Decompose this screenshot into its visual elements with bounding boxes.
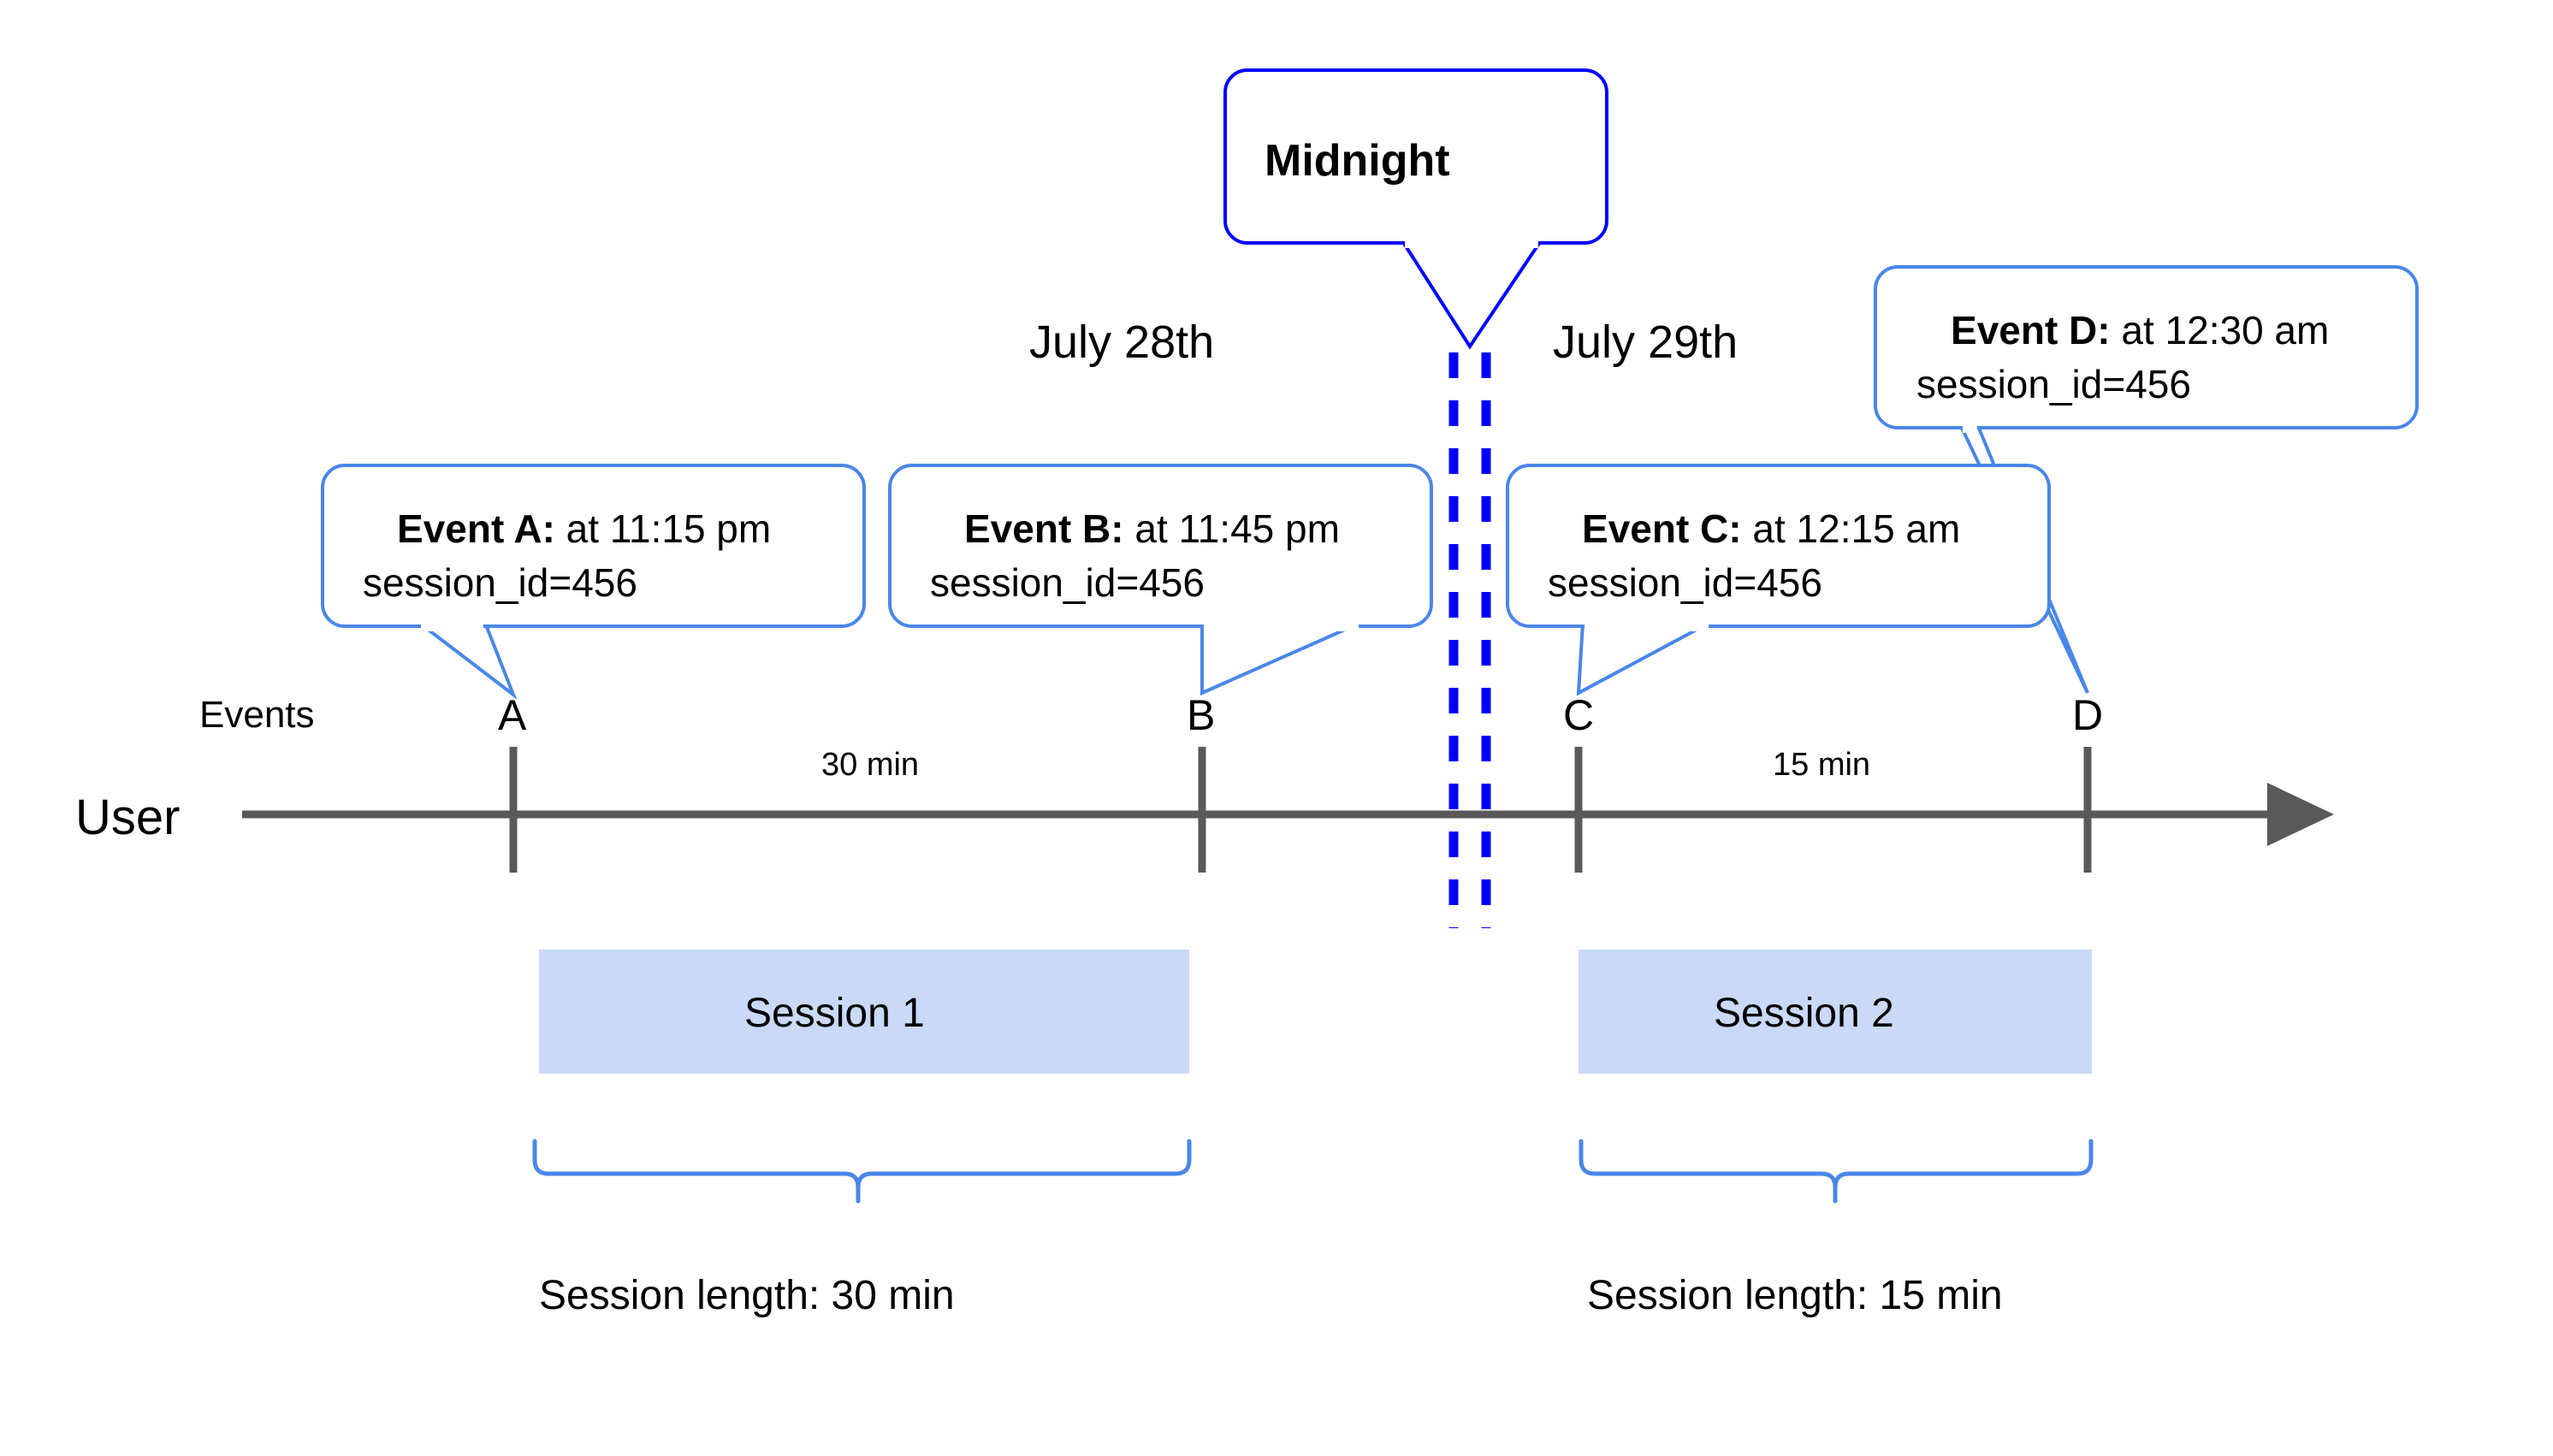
session-1-brace — [532, 1139, 1192, 1204]
event-callout-a-line2: session_id=456 — [363, 560, 637, 605]
event-callout-d-line2: session_id=456 — [1916, 362, 2191, 406]
event-callout-d-line1: Event D: at 12:30 am — [1916, 308, 2355, 352]
session-2-length-label: Session length: 15 min — [1587, 1273, 2003, 1318]
event-callout-b-tail-mask — [1204, 614, 1359, 631]
midnight-tail-mask — [1405, 229, 1538, 248]
event-callout-b-box — [888, 464, 1433, 628]
session-2-block[interactable]: Session 2 — [1579, 950, 2092, 1074]
row-label-events: Events — [199, 694, 315, 736]
event-callout-c-tail-mask — [1585, 614, 1709, 631]
event-letter-a: A — [498, 691, 527, 739]
event-callout-a[interactable]: Event A: at 11:15 pm session_id=456 — [321, 464, 866, 700]
session-2-box — [1579, 950, 2092, 1074]
midnight-divider — [1448, 352, 1491, 928]
gap-label-30-min: 30 min — [821, 747, 919, 783]
session-1-label: Session 1 — [744, 991, 925, 1036]
date-label-july-28: July 28th — [1029, 317, 1214, 368]
event-callout-b-detail: at 11:45 pm — [1124, 506, 1340, 551]
event-callout-c-line1: Event C: at 12:15 am — [1548, 506, 1987, 551]
event-callout-c-box — [1506, 464, 2051, 628]
timeline-axis — [242, 747, 2334, 873]
midnight-callout-label: Midnight — [1265, 136, 1450, 186]
date-label-july-29: July 29th — [1553, 317, 1738, 368]
event-callout-b-line1: Event B: at 11:45 pm — [930, 506, 1366, 551]
event-callout-c-detail: at 12:15 am — [1742, 506, 1961, 551]
event-callout-a-box — [321, 464, 866, 628]
event-callout-b[interactable]: Event B: at 11:45 pm session_id=456 — [888, 464, 1433, 696]
midnight-callout-tail — [1400, 240, 1543, 350]
gap-label-15-min: 15 min — [1773, 747, 1870, 783]
event-callout-d-tail-mask — [1963, 416, 1977, 433]
event-callout-b-bold: Event B: — [964, 506, 1124, 551]
session-2-brace — [1579, 1139, 2094, 1204]
event-letter-b: B — [1187, 691, 1215, 739]
event-callout-a-detail: at 11:15 pm — [555, 506, 771, 551]
event-callout-c-tail — [1576, 621, 1710, 696]
event-callout-c-line2: session_id=456 — [1548, 560, 1822, 605]
event-callout-a-bold: Event A: — [397, 506, 555, 551]
event-callout-d-bold: Event D: — [1951, 308, 2111, 352]
event-callout-b-line2: session_id=456 — [930, 560, 1205, 605]
midnight-callout[interactable]: Midnight — [1223, 68, 1608, 350]
event-callout-a-line1: Event A: at 11:15 pm — [363, 506, 797, 551]
event-callout-a-tail-mask — [421, 614, 483, 631]
timeline-arrow-icon — [2267, 783, 2334, 846]
event-callout-d-box — [1874, 265, 2419, 429]
event-letter-c: C — [1563, 691, 1594, 739]
event-callout-b-tail — [1200, 621, 1361, 696]
event-callout-c-bold: Event C: — [1582, 506, 1742, 551]
row-label-user: User — [75, 790, 180, 845]
event-callout-c[interactable]: Event C: at 12:15 am session_id=456 — [1506, 464, 2051, 696]
session-1-box — [539, 950, 1189, 1074]
event-letter-d: D — [2072, 691, 2103, 739]
event-callout-d-detail: at 12:30 am — [2111, 308, 2330, 352]
session-1-block[interactable]: Session 1 — [539, 950, 1189, 1074]
event-callout-a-tail — [414, 621, 518, 700]
session-2-label: Session 2 — [1714, 991, 1894, 1036]
session-1-length-label: Session length: 30 min — [539, 1273, 955, 1318]
